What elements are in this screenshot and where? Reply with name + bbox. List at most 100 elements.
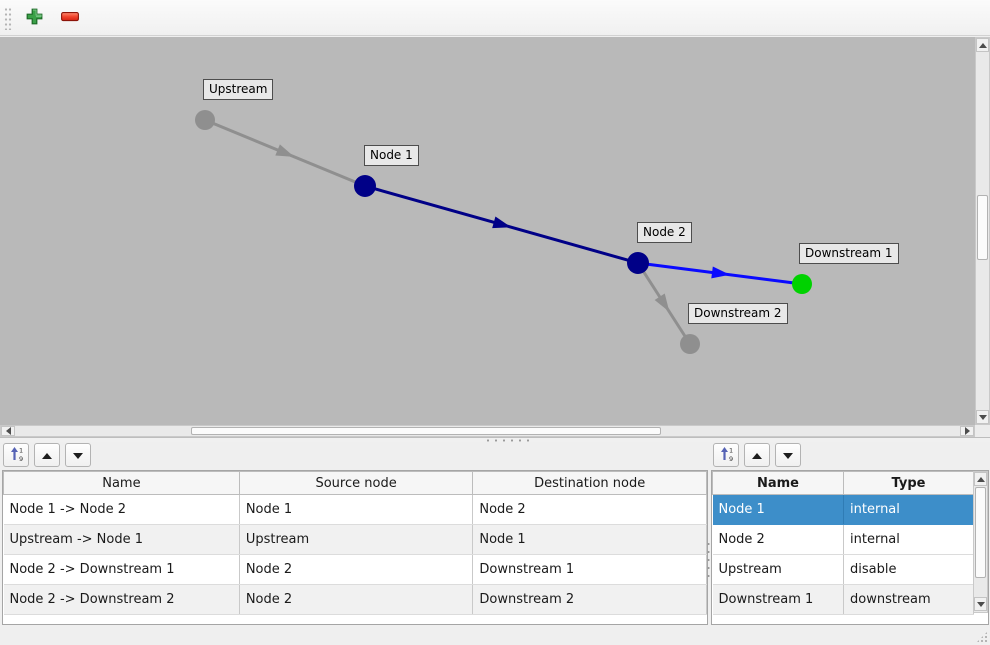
scroll-left-button[interactable] [1,426,15,436]
sort-edges-button[interactable]: 1 9 [3,443,29,467]
move-edge-down-button[interactable] [65,443,91,467]
table-cell[interactable]: disable [843,554,974,585]
table-cell[interactable]: Node 2 [712,524,844,555]
table-cell[interactable]: Node 2 -> Downstream 1 [3,554,240,585]
svg-text:1: 1 [19,446,23,454]
main-splitter-handle[interactable] [0,437,990,442]
scroll-up-button[interactable] [976,38,989,52]
arrow-up-icon [978,42,987,48]
column-header[interactable]: Name [712,471,844,495]
sort-ascending-icon: 1 9 [719,446,734,465]
sort-nodes-button[interactable]: 1 9 [713,443,739,467]
table-cell[interactable]: Downstream 1 [712,584,844,615]
column-header[interactable]: Name [3,471,240,495]
scroll-up-button[interactable] [974,472,987,486]
scroll-down-button[interactable] [974,597,987,611]
vertical-scroll-thumb[interactable] [977,195,988,260]
horizontal-scroll-thumb[interactable] [191,427,661,435]
table-cell[interactable]: Node 2 [239,584,474,615]
node-table-toolbar: 1 9 [713,443,801,468]
triangle-up-icon [41,448,53,463]
plus-icon [26,8,43,28]
sort-ascending-icon: 1 9 [9,446,24,465]
move-edge-up-button[interactable] [34,443,60,467]
node-label[interactable]: Upstream [203,79,274,100]
nodes-table-scrollbar[interactable] [973,471,988,613]
node-label[interactable]: Node 1 [364,145,419,166]
move-node-down-button[interactable] [775,443,801,467]
graph-node[interactable] [354,175,376,197]
edge-arrowhead-icon [654,293,670,312]
tables-splitter-handle[interactable] [706,470,712,625]
table-cell[interactable]: internal [843,494,974,525]
graph-node[interactable] [792,274,812,294]
node-label[interactable]: Downstream 1 [799,243,899,264]
table-cell[interactable]: downstream [843,584,974,615]
triangle-up-icon [751,448,763,463]
graph-node[interactable] [195,110,215,130]
table-cell[interactable]: Upstream [712,554,844,585]
table-cell[interactable]: Upstream -> Node 1 [3,524,240,555]
move-node-up-button[interactable] [744,443,770,467]
graph-node[interactable] [680,334,700,354]
window-resize-grip[interactable] [976,631,988,643]
graph-svg [195,110,812,354]
vertical-scroll-thumb[interactable] [975,487,986,578]
graph-node[interactable] [627,252,649,274]
table-cell[interactable]: Node 2 -> Downstream 2 [3,584,240,615]
edge-arrowhead-icon [492,216,512,229]
table-cell[interactable]: Node 1 [712,494,844,525]
svg-text:9: 9 [729,455,733,462]
graph-vertical-scrollbar[interactable] [975,37,990,425]
svg-text:9: 9 [19,455,23,462]
splitter-grip-dots [707,540,710,580]
scrollbar-corner [975,425,990,437]
arrow-right-icon [964,427,970,435]
column-header[interactable]: Destination node [472,471,707,495]
graph-horizontal-scrollbar[interactable] [0,425,975,437]
arrow-left-icon [5,427,11,435]
edge-arrowhead-icon [711,266,730,279]
scroll-right-button[interactable] [960,426,974,436]
table-cell[interactable]: Upstream [239,524,474,555]
table-cell[interactable]: Node 1 -> Node 2 [3,494,240,525]
table-cell[interactable]: Node 2 [472,494,707,525]
table-cell[interactable]: Node 1 [472,524,707,555]
arrow-up-icon [976,476,985,482]
minus-icon [61,10,79,25]
node-label[interactable]: Downstream 2 [688,303,788,324]
scroll-down-button[interactable] [976,410,989,424]
toolbar-drag-handle[interactable] [3,5,12,30]
table-cell[interactable]: internal [843,524,974,555]
toolbar [0,0,990,36]
triangle-down-icon [72,448,84,463]
column-header[interactable]: Source node [238,471,474,495]
node-label[interactable]: Node 2 [637,222,692,243]
triangle-down-icon [782,448,794,463]
edge-arrowhead-icon [275,144,295,157]
remove-node-button[interactable] [57,5,83,31]
svg-text:1: 1 [729,446,733,454]
edge-table-toolbar: 1 9 [3,443,91,468]
table-cell[interactable]: Downstream 1 [472,554,707,585]
add-node-button[interactable] [21,5,47,31]
column-header[interactable]: Type [843,471,974,495]
table-cell[interactable]: Downstream 2 [472,584,707,615]
table-cell[interactable]: Node 2 [239,554,474,585]
table-cell[interactable]: Node 1 [239,494,474,525]
